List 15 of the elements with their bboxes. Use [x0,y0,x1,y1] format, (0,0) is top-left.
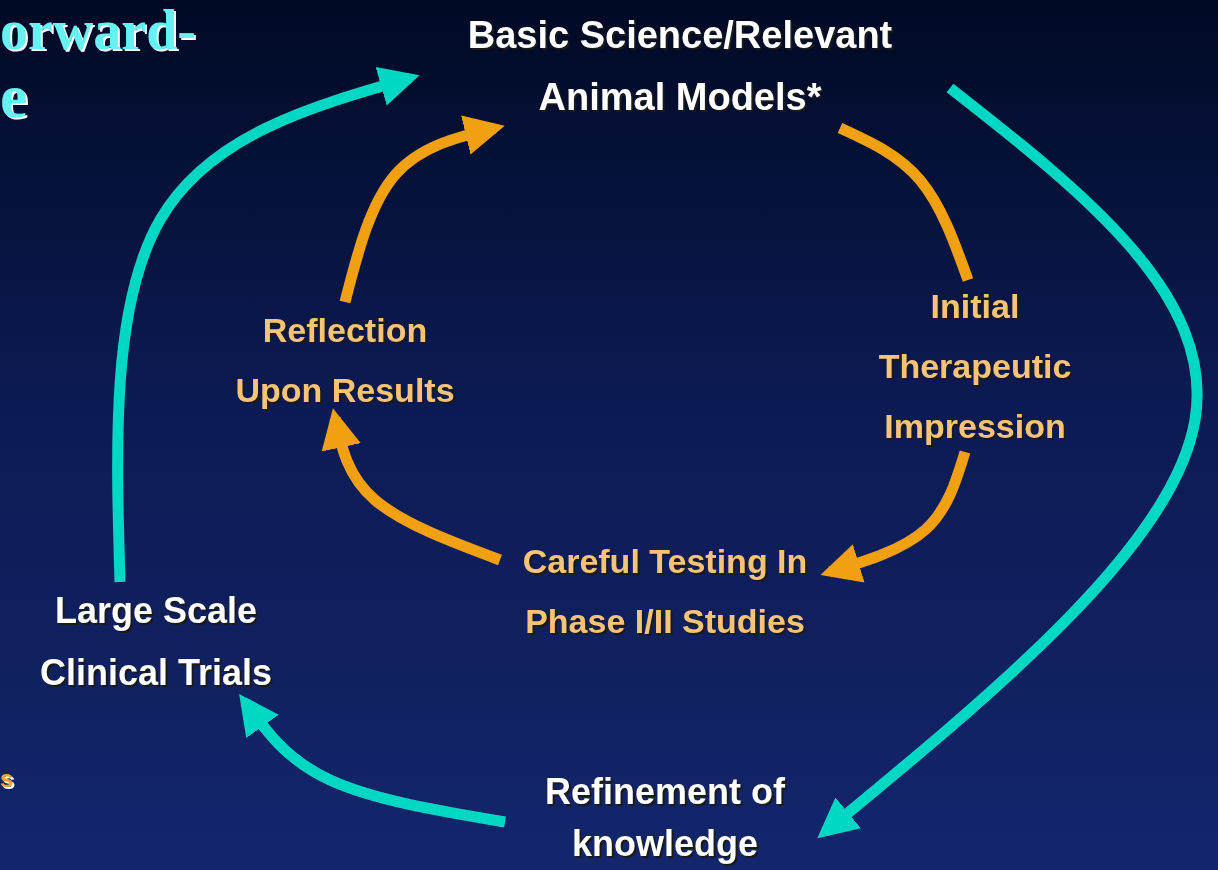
text-fragment: s [0,766,14,793]
cycle-arrow [820,450,971,583]
cycle-arrow [321,408,502,566]
step-label: Reflection Upon Results [234,310,456,411]
step-label: Careful Testing In Phase I/II Studies [521,541,809,642]
step-label: Refinement of knowledge [544,770,786,866]
title-fragment: orward- [0,0,196,62]
cycle-arrow [239,693,506,828]
cycle-arrow [112,67,420,583]
cycle-arrow [339,115,505,304]
cycle-arrow [817,83,1203,839]
step-label: Large Scale Clinical Trials [38,589,274,695]
title-fragment: e [0,62,28,131]
step-label: Basic Science/Relevant Animal Models* [466,13,894,120]
step-label: Initial Therapeutic Impression [877,286,1073,447]
